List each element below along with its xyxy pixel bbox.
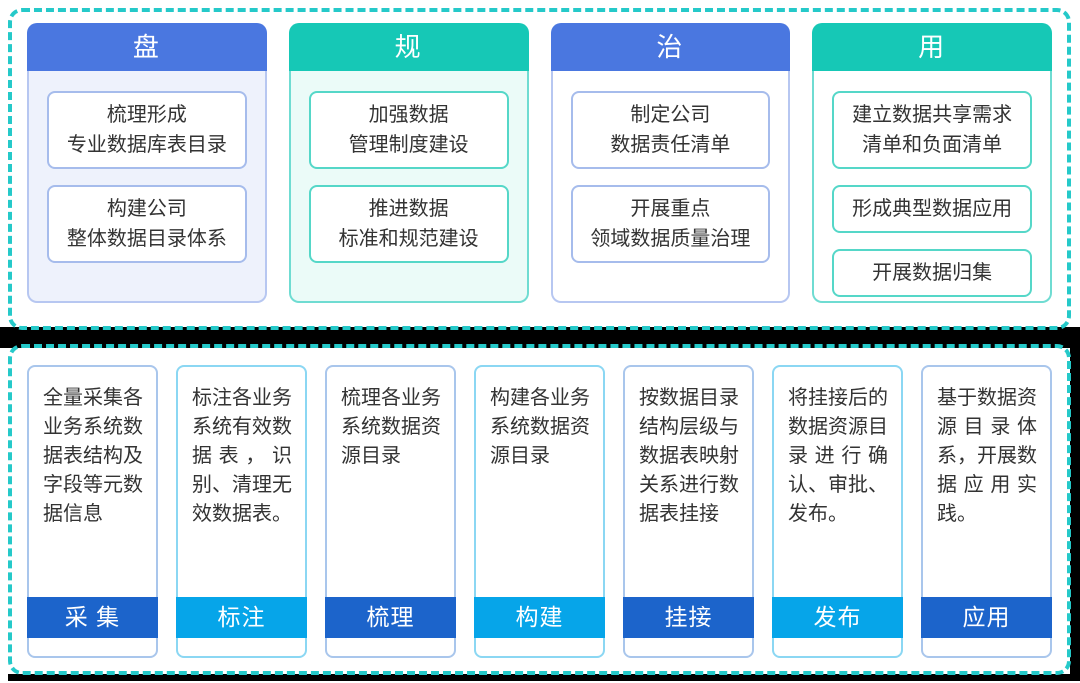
black-edge-strip-right: [1070, 348, 1080, 680]
step-card-collect: 全量采集各业务系统数据表结构及字段等元数据信息 采 集: [27, 365, 158, 658]
task-box: 开展重点 领域数据质量治理: [570, 185, 771, 263]
step-card-apply: 基于数据资源目录体系，开展数据应用实践。 应用: [921, 365, 1052, 658]
bottom-section: 全量采集各业务系统数据表结构及字段等元数据信息 采 集 标注各业务系统有效数据表…: [8, 344, 1071, 675]
black-edge-strip-bottom: [8, 674, 1080, 681]
top-column-gui: 规 加强数据 管理制度建设 推进数据 标准和规范建设: [288, 23, 529, 303]
step-description: 基于数据资源目录体系，开展数据应用实践。: [937, 387, 1037, 525]
task-box: 梳理形成 专业数据库表目录: [47, 91, 247, 169]
column-body: 梳理形成 专业数据库表目录 构建公司 整体数据目录体系: [27, 71, 267, 303]
task-box: 推进数据 标准和规范建设: [308, 185, 509, 263]
process-steps: 全量采集各业务系统数据表结构及字段等元数据信息 采 集 标注各业务系统有效数据表…: [27, 365, 1052, 658]
step-label: 发布: [772, 597, 903, 638]
step-description: 将挂接后的数据资源目录进行确认、审批、发布。: [788, 387, 888, 525]
step-label: 挂接: [623, 597, 754, 638]
task-box: 制定公司 数据责任清单: [570, 91, 771, 169]
step-label: 梳理: [325, 597, 456, 638]
step-description: 构建各业务系统数据资源目录: [490, 387, 590, 467]
step-card-publish: 将挂接后的数据资源目录进行确认、审批、发布。 发布: [772, 365, 903, 658]
black-divider-band: [0, 327, 1080, 348]
column-header: 用: [812, 23, 1052, 71]
top-column-zhi: 治 制定公司 数据责任清单 开展重点 领域数据质量治理: [550, 23, 791, 303]
top-column-pan: 盘 梳理形成 专业数据库表目录 构建公司 整体数据目录体系: [27, 23, 267, 303]
top-columns: 盘 梳理形成 专业数据库表目录 构建公司 整体数据目录体系 规 加强数据 管理制…: [27, 23, 1052, 303]
step-description: 梳理各业务系统数据资源目录: [341, 387, 441, 467]
step-description: 按数据目录结构层级与数据表映射关系进行数据表挂接: [639, 387, 739, 525]
column-body: 制定公司 数据责任清单 开展重点 领域数据质量治理: [550, 71, 791, 303]
column-body: 建立数据共享需求 清单和负面清单 形成典型数据应用 开展数据归集: [812, 71, 1052, 303]
column-body: 加强数据 管理制度建设 推进数据 标准和规范建设: [288, 71, 529, 303]
column-header: 盘: [27, 23, 267, 71]
task-box: 形成典型数据应用: [832, 185, 1032, 233]
step-description: 标注各业务系统有效数据表，识别、清理无效数据表。: [192, 387, 292, 525]
step-label: 标注: [176, 597, 307, 638]
task-box: 构建公司 整体数据目录体系: [47, 185, 247, 263]
column-header: 规: [288, 23, 529, 71]
top-section: 盘 梳理形成 专业数据库表目录 构建公司 整体数据目录体系 规 加强数据 管理制…: [8, 8, 1071, 330]
step-card-organize: 梳理各业务系统数据资源目录 梳理: [325, 365, 456, 658]
step-label: 构建: [474, 597, 605, 638]
step-description: 全量采集各业务系统数据表结构及字段等元数据信息: [43, 387, 143, 525]
step-card-annotate: 标注各业务系统有效数据表，识别、清理无效数据表。 标注: [176, 365, 307, 658]
top-column-yong: 用 建立数据共享需求 清单和负面清单 形成典型数据应用 开展数据归集: [812, 23, 1052, 303]
step-card-build: 构建各业务系统数据资源目录 构建: [474, 365, 605, 658]
task-box: 建立数据共享需求 清单和负面清单: [832, 91, 1032, 169]
task-box: 开展数据归集: [832, 249, 1032, 297]
step-label: 采 集: [27, 597, 158, 638]
column-header: 治: [550, 23, 791, 71]
step-label: 应用: [921, 597, 1052, 638]
task-box: 加强数据 管理制度建设: [308, 91, 509, 169]
step-card-attach: 按数据目录结构层级与数据表映射关系进行数据表挂接 挂接: [623, 365, 754, 658]
